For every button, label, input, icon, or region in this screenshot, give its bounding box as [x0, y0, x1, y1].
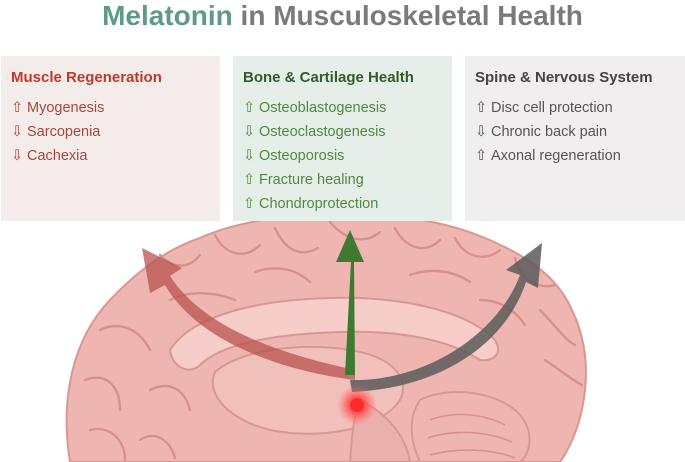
up-arrow-icon: ⇧ [243, 100, 256, 116]
list-item: ⇩Sarcopenia [11, 120, 210, 144]
down-arrow-icon: ⇩ [11, 148, 24, 164]
cerebellum [410, 391, 531, 462]
up-arrow-icon: ⇧ [475, 100, 488, 116]
up-arrow-icon: ⇧ [243, 172, 256, 188]
effect-list: ⇧Osteoblastogenesis ⇩Osteoclastogenesis … [243, 96, 442, 216]
figure-title: Melatonin in Musculoskeletal Health [0, 0, 685, 32]
spine-nervous-panel: Spine & Nervous System ⇧Disc cell protec… [465, 56, 685, 221]
up-arrow-icon: ⇧ [475, 148, 488, 164]
list-item: ⇩Cachexia [11, 144, 210, 168]
title-rest: in Musculoskeletal Health [232, 0, 583, 31]
muscle-regeneration-panel: Muscle Regeneration ⇧Myogenesis ⇩Sarcope… [1, 56, 220, 221]
panel-heading: Spine & Nervous System [475, 69, 653, 86]
list-item: ⇧Axonal regeneration [475, 144, 675, 168]
panel-heading: Muscle Regeneration [11, 69, 162, 86]
up-arrow-icon: ⇧ [11, 100, 24, 116]
bone-cartilage-panel: Bone & Cartilage Health ⇧Osteoblastogene… [233, 56, 452, 221]
brain-gyri [83, 220, 584, 462]
panel-heading: Bone & Cartilage Health [243, 69, 414, 86]
list-item: ⇧Myogenesis [11, 96, 210, 120]
muscle-arrow [142, 248, 355, 380]
spine-arrow [350, 243, 542, 392]
bone-arrow [336, 230, 364, 375]
pineal-gland [350, 398, 364, 412]
list-item: ⇩Osteoporosis [243, 144, 442, 168]
up-arrow-icon: ⇧ [243, 196, 256, 212]
corpus-callosum [168, 296, 500, 371]
effect-list: ⇧Disc cell protection ⇩Chronic back pain… [475, 96, 675, 168]
list-item: ⇧Osteoblastogenesis [243, 96, 442, 120]
list-item: ⇧Chondroprotection [243, 192, 442, 216]
list-item: ⇩Chronic back pain [475, 120, 675, 144]
down-arrow-icon: ⇩ [243, 148, 256, 164]
effect-list: ⇧Myogenesis ⇩Sarcopenia ⇩Cachexia [11, 96, 210, 168]
down-arrow-icon: ⇩ [11, 124, 24, 140]
down-arrow-icon: ⇩ [243, 124, 256, 140]
down-arrow-icon: ⇩ [475, 124, 488, 140]
list-item: ⇩Osteoclastogenesis [243, 120, 442, 144]
list-item: ⇧Disc cell protection [475, 96, 675, 120]
list-item: ⇧Fracture healing [243, 168, 442, 192]
cerebellum-folia [427, 413, 516, 459]
title-highlight: Melatonin [102, 0, 233, 31]
